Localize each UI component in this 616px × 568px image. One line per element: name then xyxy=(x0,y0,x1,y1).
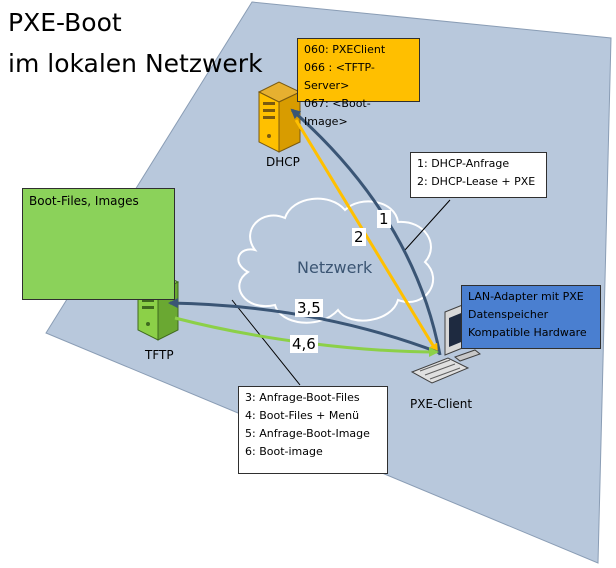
dhcp-option-066: 066 : <TFTP-Server> xyxy=(304,61,375,92)
server-icon xyxy=(257,81,302,153)
callout-line-dhcp xyxy=(404,199,451,251)
title-line-1: PXE-Boot xyxy=(8,8,122,37)
arrow-label-1: 1 xyxy=(377,210,391,228)
client-label: PXE-Client xyxy=(410,397,473,411)
dhcp-step-1: 1: DHCP-Anfrage xyxy=(417,157,510,170)
client-info-1: LAN-Adapter mit PXE xyxy=(468,290,584,303)
tftp-steps-box: 3: Anfrage-Boot-Files 4: Boot-Files + Me… xyxy=(238,386,388,474)
tftp-step-6: 6: Boot-image xyxy=(245,445,323,458)
dhcp-option-060: 060: PXEClient xyxy=(304,43,386,56)
network-label: Netzwerk xyxy=(297,258,373,277)
client-info-3: Kompatible Hardware xyxy=(468,326,587,339)
title-line-2: im lokalen Netzwerk xyxy=(8,49,263,78)
boot-files-label: Boot-Files, Images xyxy=(29,194,139,208)
dhcp-step-2: 2: DHCP-Lease + PXE xyxy=(417,175,536,188)
arrow-2 xyxy=(294,119,439,354)
dhcp-options-box: 060: PXEClient 066 : <TFTP-Server> 067: … xyxy=(297,38,420,128)
cloud-icon xyxy=(237,197,435,324)
tftp-step-5: 5: Anfrage-Boot-Image xyxy=(245,427,370,440)
arrow-35 xyxy=(168,298,441,355)
callout-line-tftp xyxy=(231,299,301,386)
arrow-label-2: 2 xyxy=(352,228,366,246)
tftp-label: TFTP xyxy=(145,348,174,362)
arrow-label-46: 4,6 xyxy=(290,335,318,353)
dhcp-label: DHCP xyxy=(266,155,300,169)
tftp-step-4: 4: Boot-Files + Menü xyxy=(245,409,360,422)
client-info-box: LAN-Adapter mit PXE Datenspeicher Kompat… xyxy=(461,285,601,349)
dhcp-option-067: 067: <Boot-Image> xyxy=(304,97,371,128)
boot-files-box: Boot-Files, Images xyxy=(22,188,175,300)
client-info-2: Datenspeicher xyxy=(468,308,549,321)
dhcp-steps-box: 1: DHCP-Anfrage 2: DHCP-Lease + PXE xyxy=(410,152,547,198)
page-title: PXE-Boot im lokalen Netzwerk xyxy=(8,6,263,81)
tftp-step-3: 3: Anfrage-Boot-Files xyxy=(245,391,360,404)
arrow-label-35: 3,5 xyxy=(295,299,323,317)
